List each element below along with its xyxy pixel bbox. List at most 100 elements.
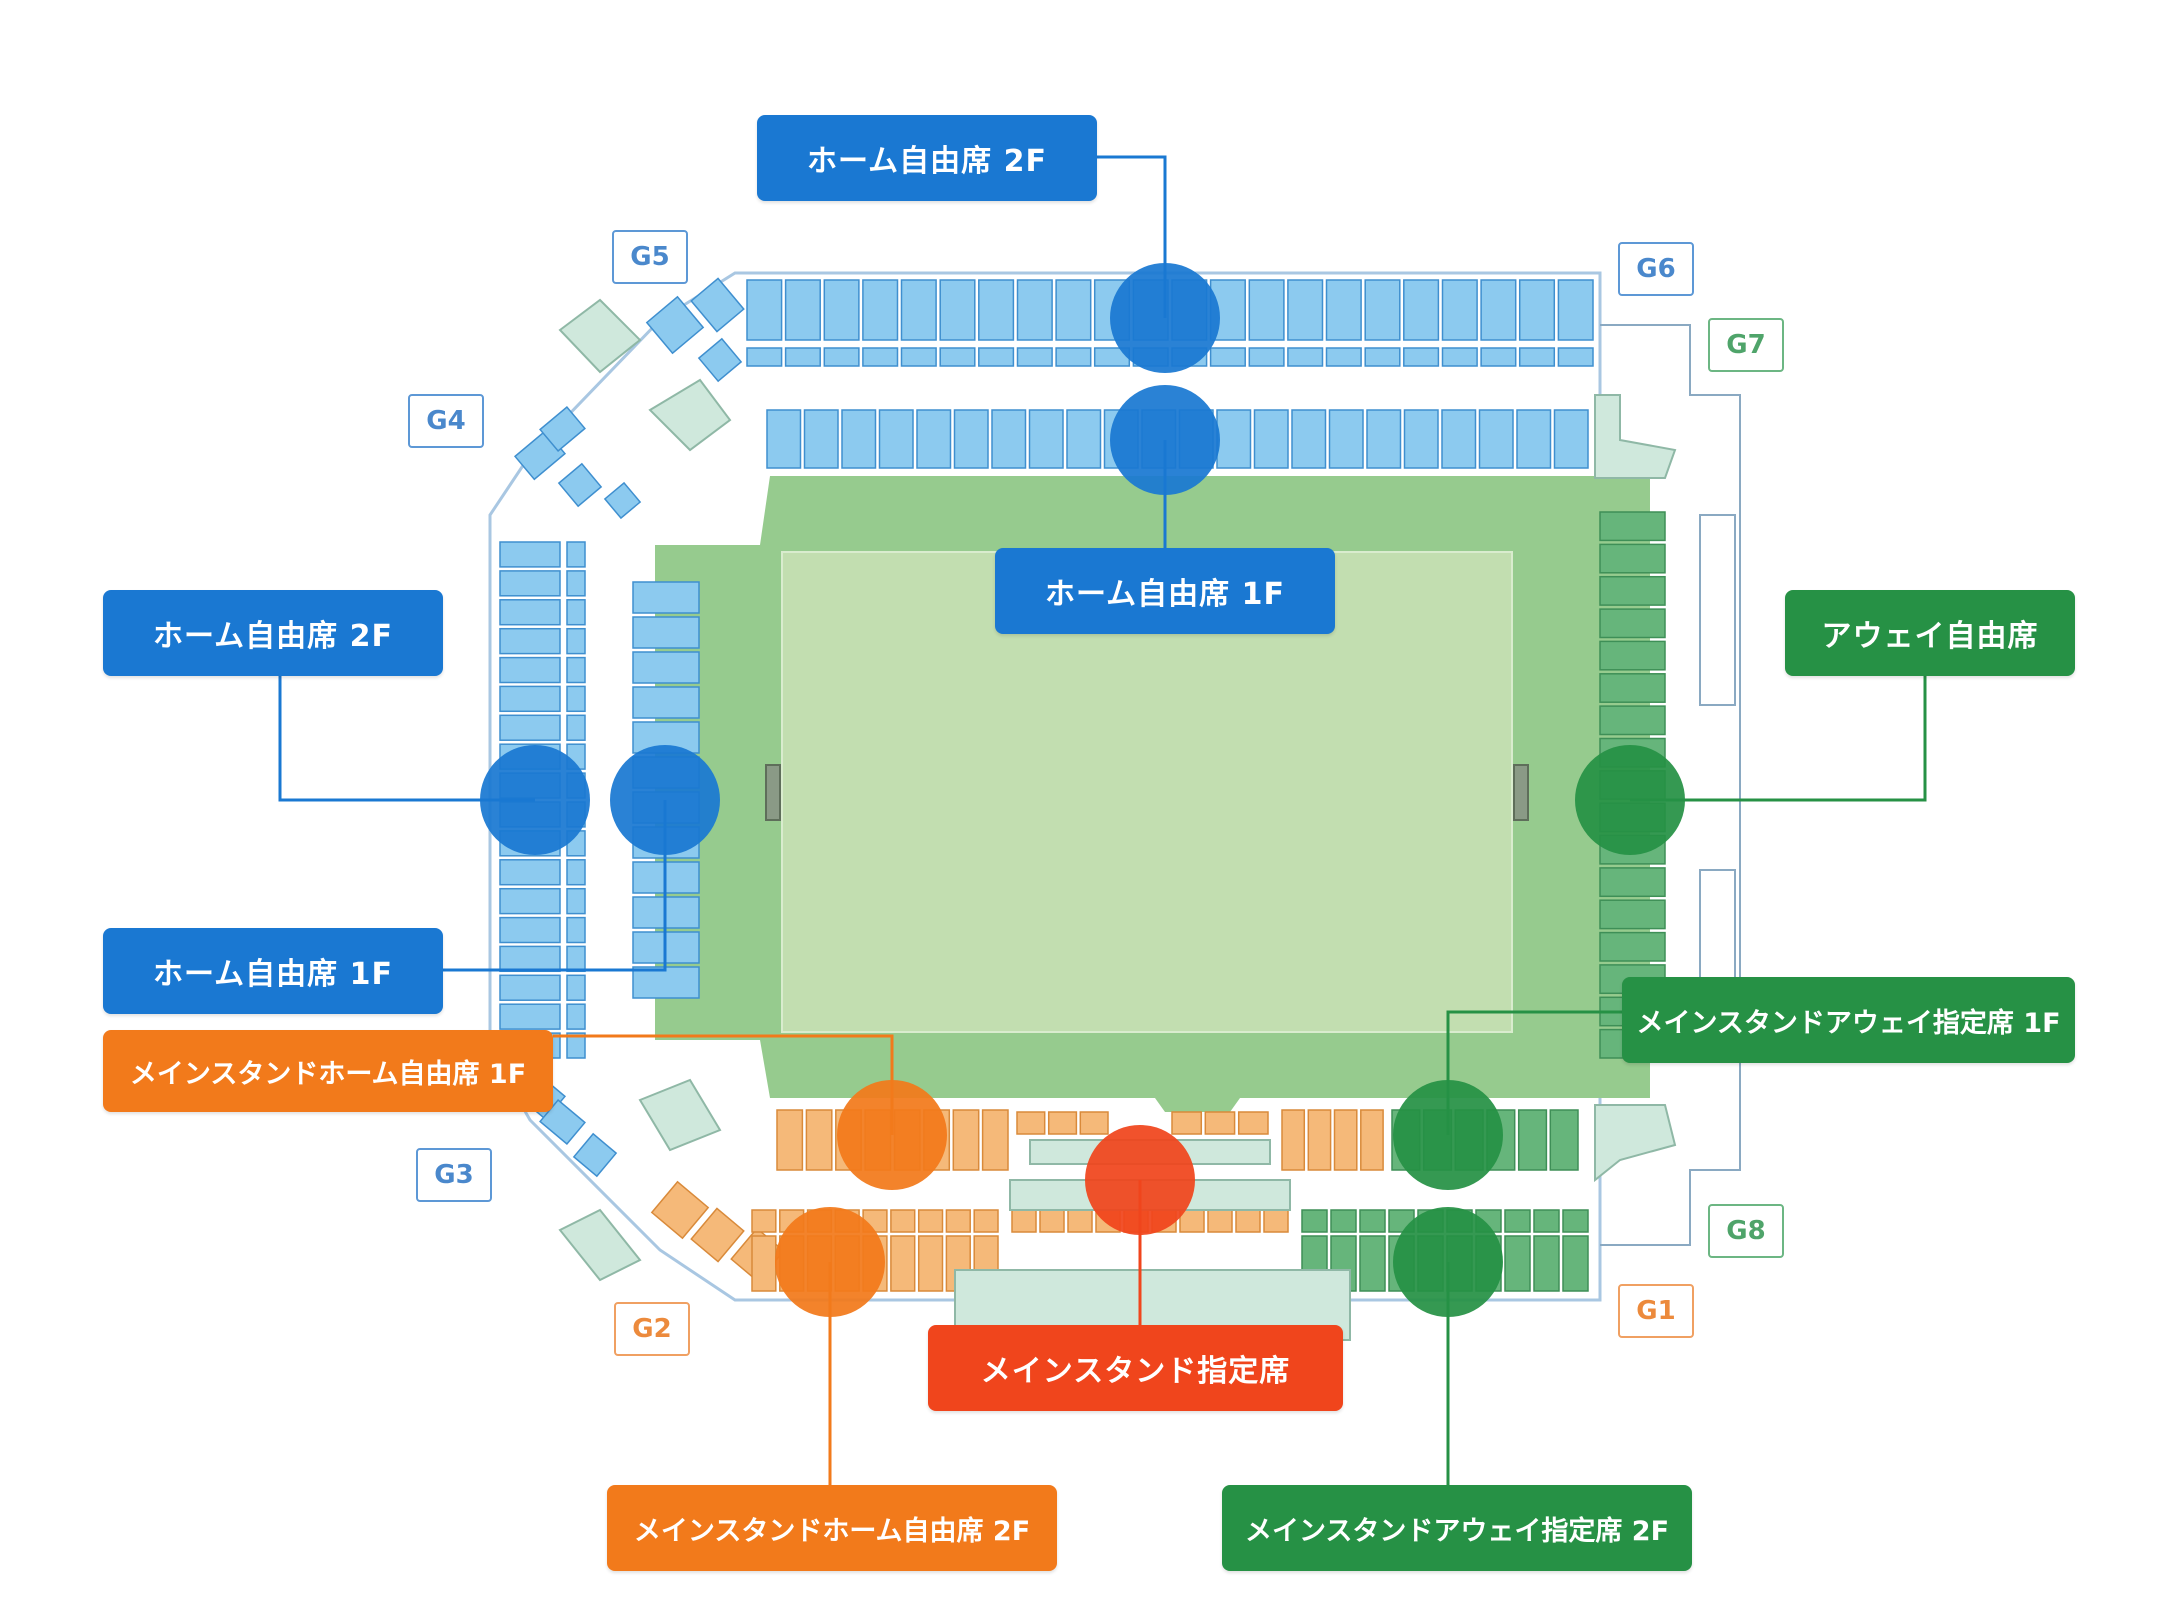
seat-block-east	[1599, 511, 1666, 542]
main-stand-away-reserved-1f-label[interactable]: メインスタンドアウェイ指定席 1F	[1622, 977, 2075, 1063]
seat-block-south-upper-home-front	[890, 1209, 916, 1233]
seat-block-south-upper-away	[1359, 1235, 1386, 1292]
goal-left	[765, 764, 781, 821]
seat-block-south-upper-away-front	[1330, 1209, 1357, 1233]
seat-block-south-lower-mid	[1281, 1109, 1306, 1171]
seat-block-north-lower	[1366, 409, 1402, 469]
seat-block-north-upper-back	[1518, 347, 1556, 367]
seat-block-south-lower-home	[981, 1109, 1009, 1171]
seat-block-west-aisle	[566, 859, 586, 886]
seat-block-south-west-corner	[690, 1207, 745, 1263]
away-free-label[interactable]: アウェイ自由席	[1785, 590, 2075, 676]
home-free-2f-top-label[interactable]: ホーム自由席 2F	[757, 115, 1097, 201]
seat-block-north-lower	[1478, 409, 1514, 469]
seat-block-south-upper-home-front	[751, 1209, 777, 1233]
seat-block-west-upper	[499, 599, 561, 626]
seat-block-south-lower-center-left	[1047, 1111, 1078, 1135]
seat-block-west-upper	[499, 685, 561, 713]
seat-block-south-lower-mid	[1360, 1109, 1384, 1171]
seat-block-east	[1599, 899, 1666, 930]
main-stand-home-free-1f-label[interactable]: メインスタンドホーム自由席 1F	[103, 1030, 553, 1112]
gate-g4: G4	[408, 394, 484, 448]
seat-block-west-upper	[499, 887, 561, 915]
seat-block-north-upper	[1016, 279, 1053, 341]
seat-block-north-upper-back	[1364, 347, 1401, 367]
seat-block-west-upper	[499, 1003, 561, 1030]
seat-block-west-lower	[632, 686, 700, 719]
seat-block-north-upper	[978, 279, 1015, 341]
home-free-1f-top-label[interactable]: ホーム自由席 1F	[995, 548, 1335, 634]
seat-block-west-aisle	[566, 916, 586, 944]
main-stand-reserved-label[interactable]: メインスタンド指定席	[928, 1325, 1343, 1411]
main-stand-away-reserved-2f-label[interactable]: メインスタンドアウェイ指定席 2F	[1222, 1485, 1692, 1571]
seat-block-north-upper-back	[1055, 347, 1092, 367]
seat-block-west-aisle	[566, 685, 586, 713]
gate-g3: G3	[416, 1148, 492, 1202]
main-stand-home-free-2f-label[interactable]: メインスタンドホーム自由席 2F	[607, 1485, 1057, 1571]
gate-g7: G7	[1708, 318, 1784, 372]
seat-block-west-lower	[632, 966, 700, 999]
seat-block-north-lower	[1216, 409, 1252, 469]
seat-block-south-lower-center-right	[1204, 1111, 1236, 1135]
marker-home-1f-left	[610, 745, 720, 855]
seat-block-south-lower-away	[1517, 1109, 1548, 1171]
seat-block-north-lower	[1516, 409, 1552, 469]
home-free-2f-left-label[interactable]: ホーム自由席 2F	[103, 590, 443, 676]
seat-block-north-lower	[1253, 409, 1289, 469]
seat-block-west-lower	[632, 651, 700, 684]
seat-block-west-lower	[632, 581, 700, 614]
seat-block-north-lower	[1291, 409, 1327, 469]
seat-block-north-upper	[1403, 279, 1440, 341]
seat-block-south-lower-mid	[1333, 1109, 1358, 1171]
seat-block-north-upper-back	[1441, 347, 1478, 367]
seat-block-south-upper-center	[1039, 1209, 1065, 1233]
seat-block-north-lower	[1028, 409, 1064, 469]
concourse-details	[558, 298, 1677, 1341]
seat-block-west-aisle	[566, 1032, 586, 1059]
seat-block-south-upper-away	[1504, 1235, 1531, 1292]
marker-home-2f-left	[480, 745, 590, 855]
seat-block-south-lower-center-left	[1016, 1111, 1046, 1135]
seat-block-west-upper	[499, 916, 561, 944]
seat-block-north-west-corner	[539, 405, 586, 453]
seat-block-north-lower	[1553, 409, 1589, 469]
leader-line-home-2f-left	[278, 676, 535, 802]
seat-block-north-west-corner	[603, 481, 642, 520]
home-free-1f-left-label[interactable]: ホーム自由席 1F	[103, 928, 443, 1014]
gate-g8: G8	[1708, 1204, 1784, 1258]
seat-block-north-lower	[991, 409, 1027, 469]
marker-home-1f-top	[1110, 385, 1220, 495]
seat-block-south-upper-center	[1263, 1209, 1289, 1233]
marker-main-home-1f	[837, 1080, 947, 1190]
seat-block-east	[1599, 608, 1666, 639]
seat-block-east	[1599, 575, 1666, 606]
seat-block-north-upper	[1248, 279, 1285, 341]
seat-block-north-upper-back	[939, 347, 976, 367]
seat-block-north-lower	[916, 409, 952, 469]
gate-g1: G1	[1618, 1284, 1694, 1338]
seat-block-south-upper-center	[1011, 1209, 1037, 1233]
seat-block-west-aisle	[566, 599, 586, 626]
seat-block-east	[1599, 867, 1666, 898]
seat-block-west-aisle	[566, 714, 586, 741]
marker-away-free	[1575, 745, 1685, 855]
seat-block-west-aisle	[566, 541, 586, 568]
seat-block-west-aisle	[566, 945, 586, 973]
seat-block-south-lower-home	[776, 1109, 804, 1171]
seat-block-south-upper-away-front	[1504, 1209, 1531, 1233]
seat-block-north-upper-back	[1248, 347, 1285, 367]
seat-block-north-lower	[841, 409, 877, 469]
seat-block-north-lower	[1328, 409, 1364, 469]
seat-block-west-lower	[632, 616, 700, 649]
seat-block-north-upper	[1480, 279, 1517, 341]
seat-block-south-upper-home	[890, 1235, 916, 1292]
leader-line-home-1f-left	[443, 800, 667, 972]
seat-block-north-upper-back	[823, 347, 860, 367]
seat-block-north-upper-back	[1209, 347, 1246, 367]
seat-block-west-upper	[499, 541, 561, 568]
gate-g5: G5	[612, 230, 688, 284]
seat-block-north-west-corner	[697, 337, 743, 383]
seat-block-south-upper-away-front	[1562, 1209, 1589, 1233]
seat-block-west-aisle	[566, 627, 586, 655]
seat-block-north-lower	[803, 409, 839, 469]
